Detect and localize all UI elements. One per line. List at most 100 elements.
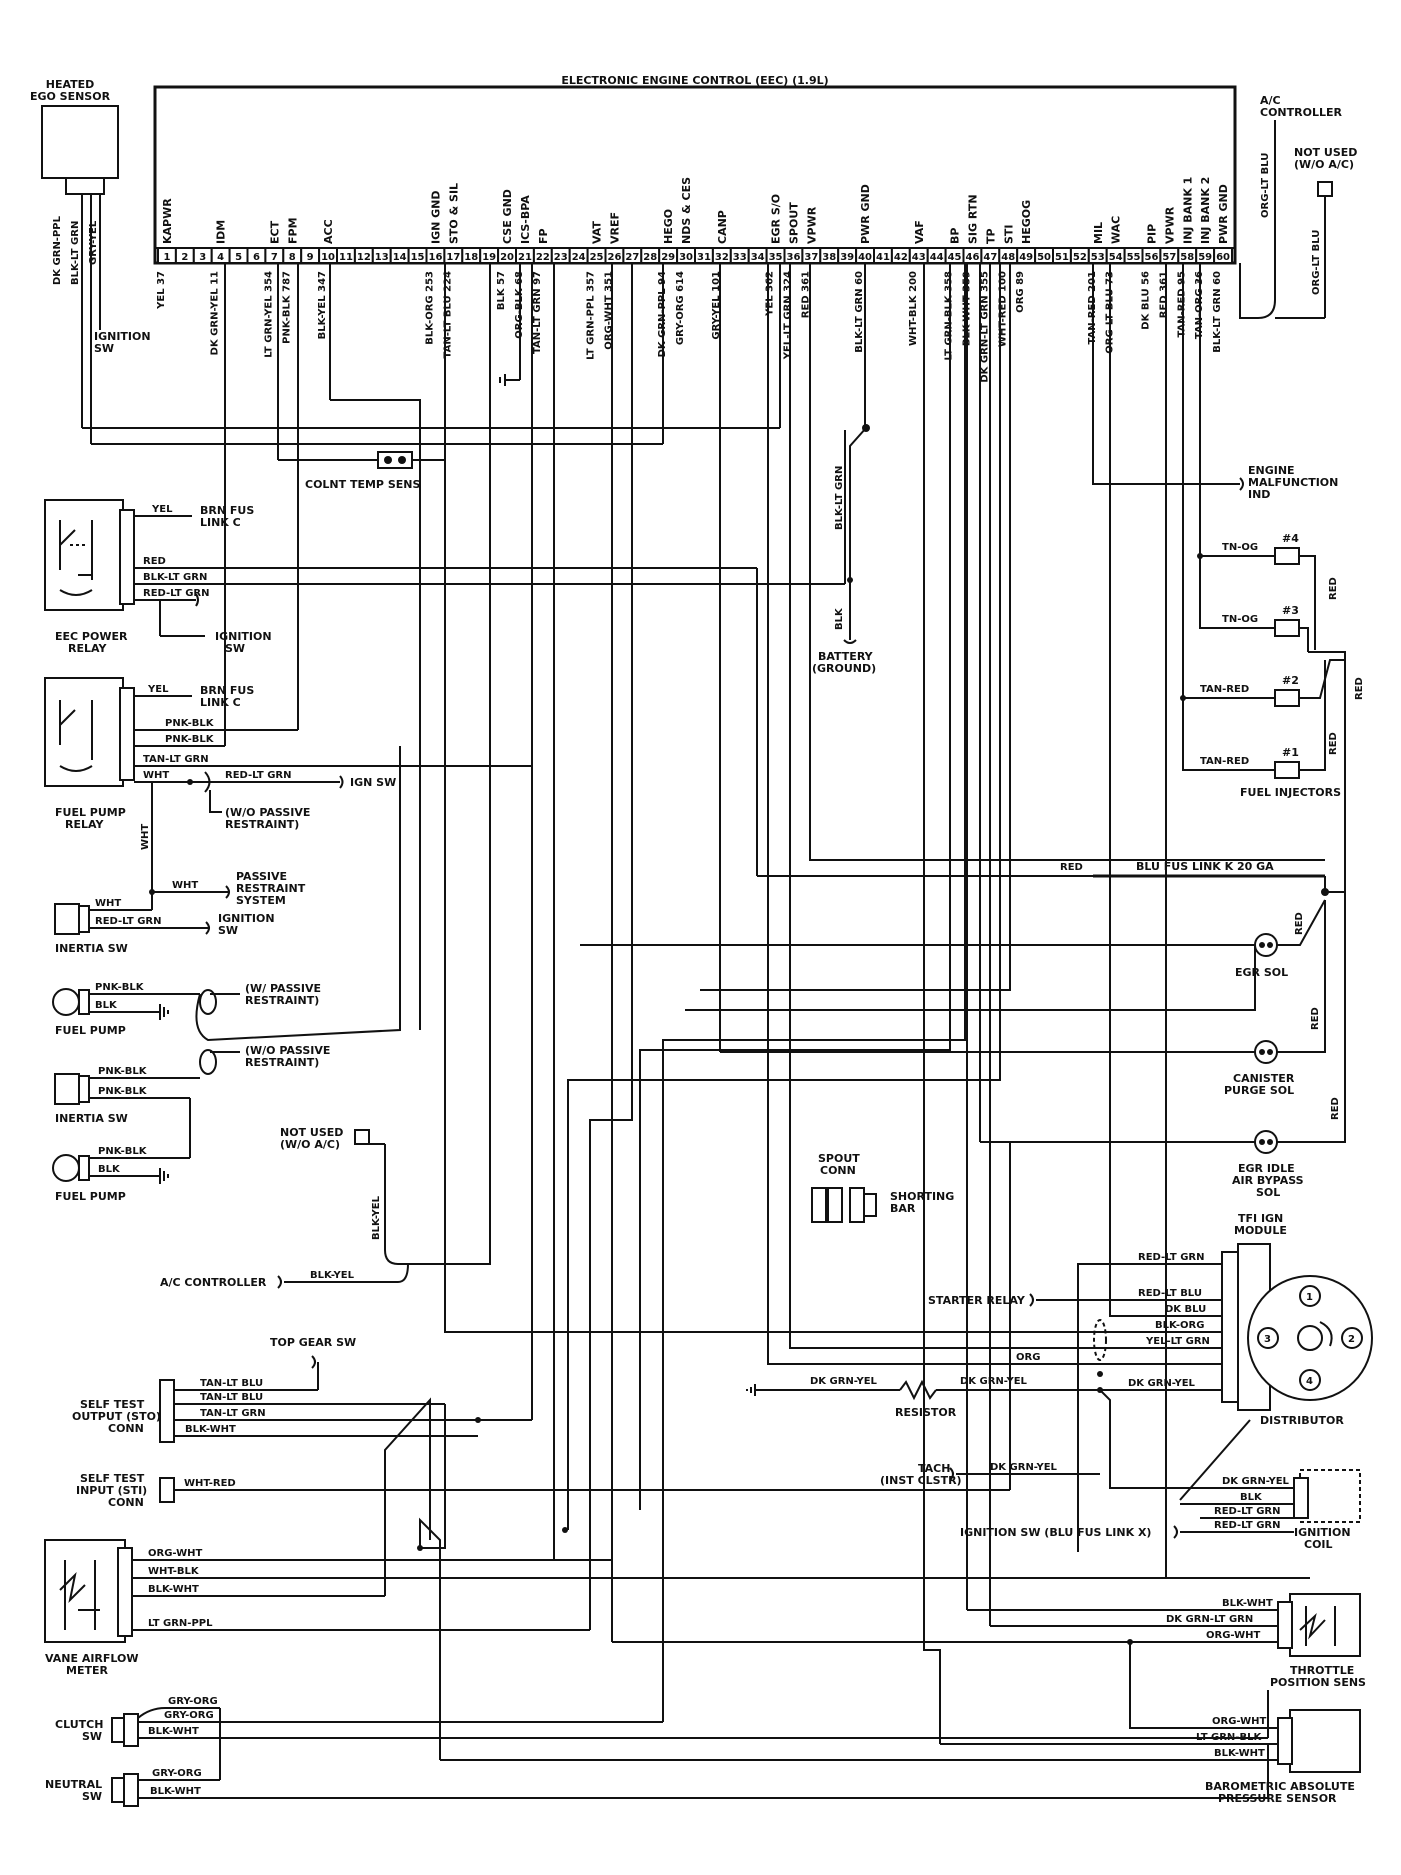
mil-label-2: MALFUNCTION <box>1248 476 1338 489</box>
fp-relay-label-1: FUEL PUMP <box>55 806 126 819</box>
injectors-label: FUEL INJECTORS <box>1240 786 1341 799</box>
blu-fus-label: BLU FUS LINK K 20 GA <box>1136 860 1274 873</box>
sti-connector: SELF TEST INPUT (STI) CONN WHT-RED <box>76 1472 1010 1509</box>
inertia-switch-1: WHT RED-LT GRN IGNITION SW INERTIA SW <box>54 892 275 955</box>
injector-2-num: #2 <box>1282 674 1299 687</box>
dist-terminal-2: 2 <box>1348 1334 1355 1345</box>
distributor-rotor <box>1297 1325 1323 1351</box>
tfi-wire-redltgrn: RED-LT GRN <box>1138 1252 1204 1263</box>
ac-controller-lower: NOT USED (W/O A/C) BLK-YEL A/C CONTROLLE… <box>160 263 491 1289</box>
eec-pin-number: 10 <box>321 252 335 263</box>
eec-pin-number: 22 <box>536 252 550 263</box>
sto-wire-1: TAN-LT BLU <box>200 1378 263 1389</box>
eec-pin-label: WAC <box>1110 216 1123 244</box>
sto-wire-4: BLK-WHT <box>185 1424 236 1435</box>
spout-connector: SPOUT CONN SHORTING BAR <box>811 1152 954 1223</box>
sto-connector-body <box>159 1379 175 1443</box>
spout-connector-right <box>827 1187 843 1223</box>
ac-notused-wire: ORG-LT BLU <box>1311 230 1322 295</box>
inertia2-label: INERTIA SW <box>55 1112 128 1125</box>
passive-wire: WHT <box>172 880 198 891</box>
sto-label-1: SELF TEST <box>80 1398 145 1411</box>
tfi-module-connector <box>1221 1251 1239 1403</box>
eec-wire-label: YEL 37 <box>156 271 167 310</box>
ac-ctrl-1: A/C <box>1260 94 1281 107</box>
eec-pin-label: ECT <box>268 220 281 244</box>
eec-pin-number: 36 <box>786 252 800 263</box>
eec-wire-label: PNK-BLK 787 <box>281 271 292 344</box>
vaf-label-2: METER <box>66 1664 108 1677</box>
eec-pin-label: PIP <box>1145 224 1158 244</box>
egr-idle-wire: RED <box>1330 1097 1341 1120</box>
sto-connector: SELF TEST OUTPUT (STO) CONN TAN-LT BLU T… <box>72 1378 532 1443</box>
fuel-pump2-body <box>52 1154 80 1182</box>
eec-wire-label: WHT-BLK 200 <box>908 271 919 346</box>
heated-ego-sensor: HEATED EGO SENSOR DK GRN-PPL BLK-LT GRN … <box>30 78 780 445</box>
battery-wire-blk: BLK <box>834 607 845 630</box>
tfi-wire-blkorg: BLK-ORG <box>1155 1320 1204 1331</box>
eec-pin-label: SIG RTN <box>966 194 979 244</box>
clutch-wire-1: GRY-ORG <box>168 1696 218 1707</box>
eec-pin-number: 4 <box>217 252 224 263</box>
eec-wire-label: ORG 89 <box>1015 271 1026 313</box>
eec-module: ELECTRONIC ENGINE CONTROL (EEC) (1.9L) 1… <box>153 74 1237 383</box>
eec-pin-label: IGN GND <box>429 190 442 244</box>
eec-pin-number: 44 <box>930 252 944 263</box>
eec-pin-number: 11 <box>339 252 353 263</box>
tach-label-2: (INST CLSTR) <box>880 1474 962 1487</box>
injector-2: TAN-RED #2 <box>1183 659 1345 707</box>
inertia1-connector <box>78 905 90 933</box>
tps-connector <box>1277 1601 1293 1649</box>
egr-idle-bypass-solenoid: RED EGR IDLE AIR BYPASS SOL <box>1232 892 1346 1199</box>
bap-connector <box>1277 1717 1293 1765</box>
ac-notused-1: NOT USED <box>1294 146 1357 159</box>
ego-wire-1: DK GRN-PPL <box>52 215 63 285</box>
eec-pin-number: 56 <box>1144 252 1158 263</box>
injector-red-1: RED <box>1328 577 1339 600</box>
fuel-pump1-body <box>52 988 80 1016</box>
sti-label-3: CONN <box>108 1496 144 1509</box>
eec-pin-label: IDM <box>215 220 228 244</box>
eec-relay-connector <box>119 509 135 605</box>
eec-relay-fuse-2: LINK C <box>200 516 241 529</box>
fp-relay-fuse-1: BRN FUS <box>200 684 254 697</box>
inertia1-label: INERTIA SW <box>55 942 128 955</box>
eec-pin-number: 15 <box>411 252 425 263</box>
inertia2-body <box>54 1073 80 1105</box>
eec-wire-label: GRY-ORG 614 <box>675 271 686 345</box>
injector-red-2: RED <box>1354 677 1365 700</box>
eec-pin-number: 18 <box>464 252 478 263</box>
eec-pin-number: 55 <box>1127 252 1141 263</box>
eec-wire-label: TAN-LT GRN 97 <box>532 271 543 354</box>
eec-pin-label: INJ BANK 2 <box>1199 177 1212 244</box>
inertia2-wire-1: PNK-BLK <box>98 1066 148 1077</box>
eec-wire-label: BLK 57 <box>496 271 507 310</box>
shorting-bar-a <box>849 1187 865 1223</box>
fp1-note-2: RESTRAINT) <box>245 994 319 1007</box>
clutch-wire-2: GRY-ORG <box>164 1710 214 1721</box>
fuel-pump1-label: FUEL PUMP <box>55 1024 126 1037</box>
blu-fuse-link: RED BLU FUS LINK K 20 GA <box>757 860 1345 896</box>
injector-3: TN-OG #3 <box>1199 556 1309 652</box>
eec-pin-number: 35 <box>769 252 783 263</box>
eec-relay-wire-redltgrn: RED-LT GRN <box>143 588 209 599</box>
inertia2-connector <box>78 1075 90 1103</box>
distributor-label: DISTRIBUTOR <box>1260 1414 1344 1427</box>
ego-title-1: HEATED <box>46 78 95 91</box>
eec-pin-number: 24 <box>572 252 586 263</box>
coil-wire-3: RED-LT GRN <box>1214 1506 1280 1517</box>
coolant-label: COLNT TEMP SENS <box>305 478 420 491</box>
eec-pin-number: 52 <box>1073 252 1087 263</box>
sto-label-3: CONN <box>108 1422 144 1435</box>
eec-pin-number: 33 <box>733 252 747 263</box>
eec-wire-label: LT GRN-PPL 357 <box>586 271 597 360</box>
eec-pin-label: ICS-BPA <box>519 195 532 244</box>
dist-terminal-1: 1 <box>1306 1292 1313 1303</box>
eec-pin-label: MIL <box>1092 222 1105 244</box>
shorting-bar-2: BAR <box>890 1202 916 1215</box>
fuel-pump-2: PNK-BLK BLK FUEL PUMP <box>52 1146 191 1203</box>
neutral-wire-2: BLK-WHT <box>150 1786 201 1797</box>
